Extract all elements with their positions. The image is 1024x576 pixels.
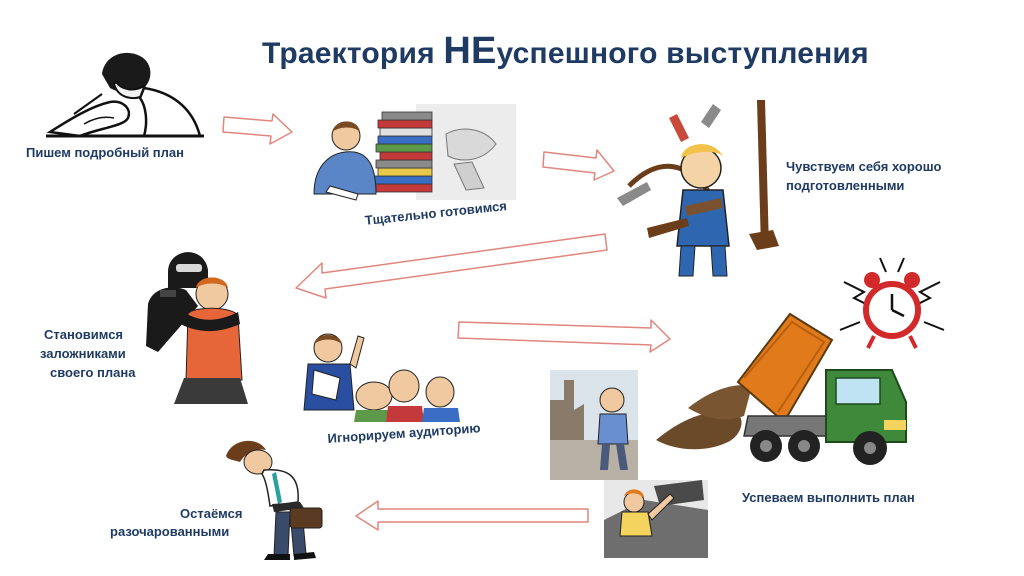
- step-prepared-caption-line2: подготовленными: [786, 178, 905, 193]
- arrow-ignore-to-succeed: [457, 319, 671, 353]
- hostage-illustration: план: [146, 243, 248, 404]
- disappointed-man-illustration: [226, 440, 323, 560]
- step-hostage-caption-line3: своего плана: [50, 365, 136, 380]
- ignored-audience-illustration: [303, 333, 460, 422]
- collapse-illustration: [604, 480, 708, 558]
- step-disappointed-caption-line2: разочарованными: [110, 524, 230, 539]
- step-disappointed-caption-line1: Остаёмся: [180, 506, 243, 521]
- studying-books-illustration: [313, 104, 516, 201]
- arrow-prepared-to-hostage: [295, 233, 608, 299]
- page-title: Траектория НЕуспешного выступления: [262, 30, 869, 73]
- step-plan-caption: Пишем подробный план: [26, 145, 184, 160]
- title-suffix: успешного выступления: [496, 37, 869, 70]
- title-emphasis: НЕ: [443, 30, 497, 72]
- ruined-street-illustration: [550, 370, 638, 480]
- writing-man-illustration: [46, 52, 204, 138]
- title-prefix: Траектория: [262, 37, 444, 70]
- step-succeed-caption: Успеваем выполнить план: [742, 490, 915, 505]
- step-prepared-caption-line1: Чувствуем себя хорошо: [786, 159, 942, 174]
- mask-label: план: [170, 243, 192, 254]
- arrow-succeed-to-disappointed: [355, 500, 589, 531]
- step-hostage-caption-line1: Становимся: [44, 327, 124, 342]
- alarm-clock-illustration: [839, 257, 945, 349]
- step-hostage-caption-line2: заложниками: [40, 346, 126, 361]
- armed-character-illustration: [617, 100, 779, 277]
- dump-truck-illustration: [656, 312, 907, 465]
- arrow-prepare-to-prepared: [542, 149, 615, 181]
- arrow-plan-to-prepare: [222, 113, 293, 145]
